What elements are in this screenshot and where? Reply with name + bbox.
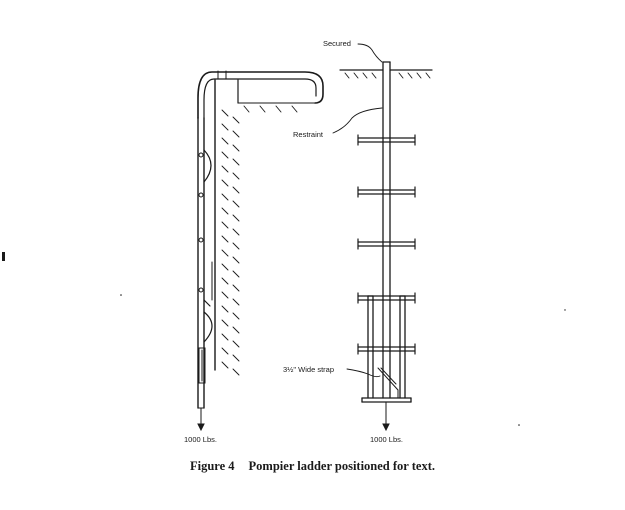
rung (357, 343, 416, 355)
ladder-rungs (357, 134, 416, 355)
figure-caption: Figure 4 Pompier ladder positioned for te… (0, 459, 625, 474)
figure-number: Figure 4 (189, 459, 235, 473)
load-label-left: 1000 Lbs. (184, 435, 217, 444)
figure-caption-text: Pompier ladder positioned for text. (248, 459, 435, 473)
rung-stubs (198, 152, 204, 293)
left-view (197, 70, 324, 432)
rung (357, 292, 416, 304)
strap (198, 261, 213, 384)
leader-lines (332, 43, 383, 378)
load-arrow-right (382, 401, 390, 432)
roof-line (339, 69, 433, 79)
strap-frame (361, 295, 412, 403)
rung (357, 186, 416, 198)
wall (214, 79, 318, 376)
right-view (332, 43, 433, 432)
load-arrow-left (197, 407, 205, 432)
restraint-label: Restraint (293, 130, 324, 139)
ladder-hook (197, 70, 324, 119)
rung (357, 134, 416, 146)
secured-label: Secured (323, 39, 351, 48)
wide-strap (377, 367, 399, 399)
load-label-right: 1000 Lbs. (370, 435, 403, 444)
scan-specks (2, 252, 566, 426)
ladder-rails (382, 61, 391, 399)
strap-label: 3½" Wide strap (283, 365, 334, 374)
rung (357, 238, 416, 250)
standoff-brackets (203, 149, 213, 343)
